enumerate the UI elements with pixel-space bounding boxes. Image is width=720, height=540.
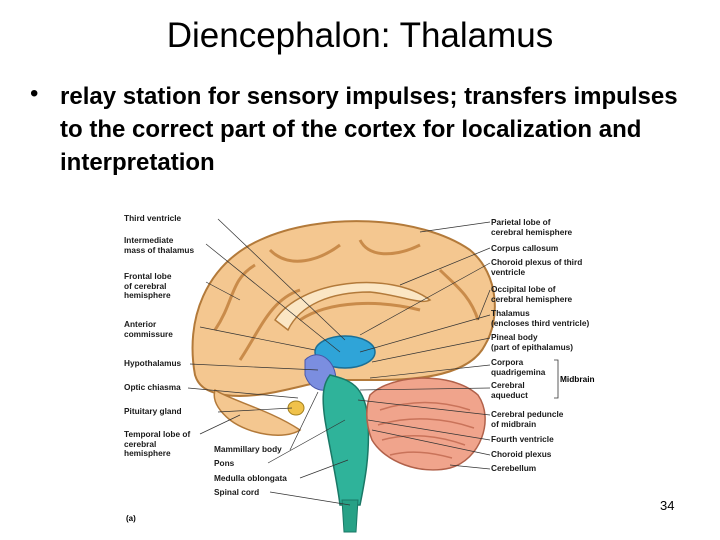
label-fourth-ventricle: Fourth ventricle	[491, 434, 554, 444]
label-optic-chiasma: Optic chiasma	[124, 382, 181, 392]
label-parietal-lobe: Parietal lobe of cerebral hemisphere	[491, 217, 573, 237]
label-thalamus: Thalamus (encloses third ventricle)	[491, 308, 590, 328]
label-mammillary-body: Mammillary body	[214, 444, 282, 454]
label-corpora-quadrigemina: Corpora quadrigemina	[491, 357, 546, 377]
label-cerebellum: Cerebellum	[491, 463, 537, 473]
label-anterior-commissure: Anterior commissure	[124, 319, 173, 339]
label-spinal-cord: Spinal cord	[214, 487, 260, 497]
label-corpus-callosum: Corpus callosum	[491, 243, 559, 253]
leader-lines	[187, 218, 491, 506]
label-choroid-plexus-third: Choroid plexus of third ventricle	[491, 257, 583, 277]
label-medulla-oblongata: Medulla oblongata	[214, 473, 287, 483]
page-number: 34	[660, 498, 675, 513]
label-cerebral-aqueduct: Cerebral aqueduct	[491, 380, 528, 400]
cerebellum-folds	[377, 401, 475, 459]
cerebellum-shape	[366, 377, 486, 471]
label-frontal-lobe: Frontal lobe of cerebral hemisphere	[124, 271, 172, 300]
label-cerebral-peduncle: Cerebral peduncle of midbrain	[491, 409, 564, 429]
label-intermediate-mass: Intermediate mass of thalamus	[124, 235, 195, 255]
slide-title: Diencephalon: Thalamus	[166, 16, 554, 55]
label-choroid-plexus: Choroid plexus	[491, 449, 552, 459]
label-hypothalamus: Hypothalamus	[124, 358, 182, 368]
brainstem-shape	[322, 374, 370, 506]
gyri-folds	[213, 239, 480, 361]
bullet-icon: •	[30, 80, 39, 107]
corpus-callosum-shape	[274, 281, 432, 332]
figure-id-label: (a)	[126, 514, 136, 523]
temporal-lobe-shape	[213, 388, 302, 436]
label-pons: Pons	[214, 458, 235, 468]
label-temporal-lobe: Temporal lobe of cerebral hemisphere	[124, 429, 191, 458]
label-pineal-body: Pineal body (part of epithalamus)	[491, 332, 574, 352]
spinal-cord-shape	[341, 499, 359, 533]
cerebrum-shape	[191, 220, 496, 397]
midbrain-bracket	[554, 359, 559, 399]
bullet-point: • relay station for sensory impulses; tr…	[30, 80, 690, 179]
label-midbrain: Midbrain	[560, 374, 595, 384]
label-occipital-lobe: Occipital lobe of cerebral hemisphere	[491, 284, 573, 304]
label-pituitary-gland: Pituitary gland	[124, 406, 182, 416]
label-third-ventricle: Third ventricle	[124, 213, 182, 223]
bullet-text: relay station for sensory impulses; tran…	[60, 83, 678, 176]
